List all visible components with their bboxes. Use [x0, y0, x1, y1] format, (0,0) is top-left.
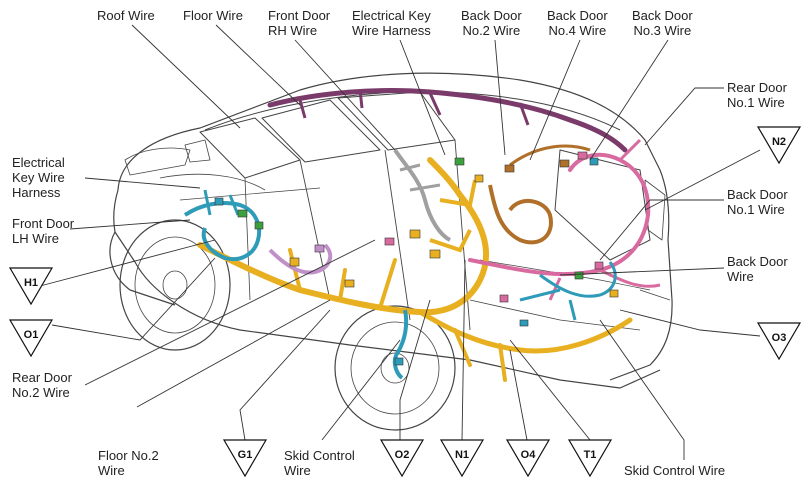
label-back-door-no3-wire: Back Door No.3 Wire	[632, 8, 693, 38]
connector-n1: N1	[439, 439, 485, 478]
label-electrical-key-wire-harness-left: Electrical Key Wire Harness	[12, 155, 65, 200]
rear-door-brown-wire	[488, 184, 553, 245]
label-electrical-key-wire-harness-top: Electrical Key Wire Harness	[352, 8, 431, 38]
front-wheel	[119, 219, 231, 351]
center-gray-branch	[399, 163, 441, 192]
roof-wire-harness	[267, 88, 628, 153]
connector-o2: O2	[379, 439, 425, 478]
connector-n2: N2	[756, 126, 802, 165]
label-floor-wire: Floor Wire	[183, 8, 243, 23]
floor-wire-center	[429, 179, 477, 253]
label-back-door-no1-wire: Back Door No.1 Wire	[727, 187, 788, 217]
connector-t1: T1	[567, 439, 613, 478]
label-front-door-lh-wire: Front Door LH Wire	[12, 216, 75, 246]
connector-blocks	[214, 151, 619, 366]
vehicle-body	[109, 72, 673, 389]
svg-text:N2: N2	[772, 136, 786, 148]
label-front-door-rh-wire: Front Door RH Wire	[268, 8, 331, 38]
svg-text:H1: H1	[24, 277, 38, 289]
rear-door-brown-branch	[509, 144, 591, 167]
label-floor-no2-wire: Floor No.2 Wire	[98, 448, 159, 478]
leader-lines	[39, 24, 761, 460]
svg-text:G1: G1	[238, 449, 253, 461]
front-door-lh-wire-branch	[203, 189, 240, 216]
label-rear-door-no2-wire: Rear Door No.2 Wire	[12, 370, 72, 400]
roof-wire-branch	[298, 89, 530, 126]
label-back-door-no2-wire: Back Door No.2 Wire	[461, 8, 522, 38]
label-roof-wire: Roof Wire	[97, 8, 155, 23]
label-skid-control-wire-bottom: Skid Control Wire	[284, 448, 355, 478]
svg-text:T1: T1	[584, 449, 597, 461]
back-door-wire-harness	[468, 152, 651, 277]
connector-g1: G1	[222, 439, 268, 478]
svg-text:O4: O4	[521, 449, 537, 461]
svg-text:O2: O2	[395, 449, 410, 461]
rear-door-no2-wire-harness	[268, 243, 333, 275]
floor-wire-harness	[197, 157, 490, 316]
back-door-teal-network	[519, 261, 617, 321]
svg-text:N1: N1	[455, 449, 469, 461]
svg-text:O1: O1	[24, 329, 39, 341]
svg-text:O3: O3	[772, 332, 787, 344]
skid-control-wire-harness	[392, 309, 409, 380]
connector-o1: O1	[8, 319, 54, 358]
floor-wire-rear	[417, 309, 633, 354]
center-gray-harness	[393, 148, 452, 242]
rear-wheel	[334, 305, 456, 431]
label-back-door-no4-wire: Back Door No.4 Wire	[547, 8, 608, 38]
label-back-door-wire: Back Door Wire	[727, 254, 788, 284]
connector-o4: O4	[505, 439, 551, 478]
label-rear-door-no1-wire: Rear Door No.1 Wire	[727, 80, 787, 110]
label-skid-control-wire-right: Skid Control Wire	[624, 463, 726, 478]
connector-h1: H1	[8, 267, 54, 306]
connector-o3: O3	[756, 322, 802, 361]
